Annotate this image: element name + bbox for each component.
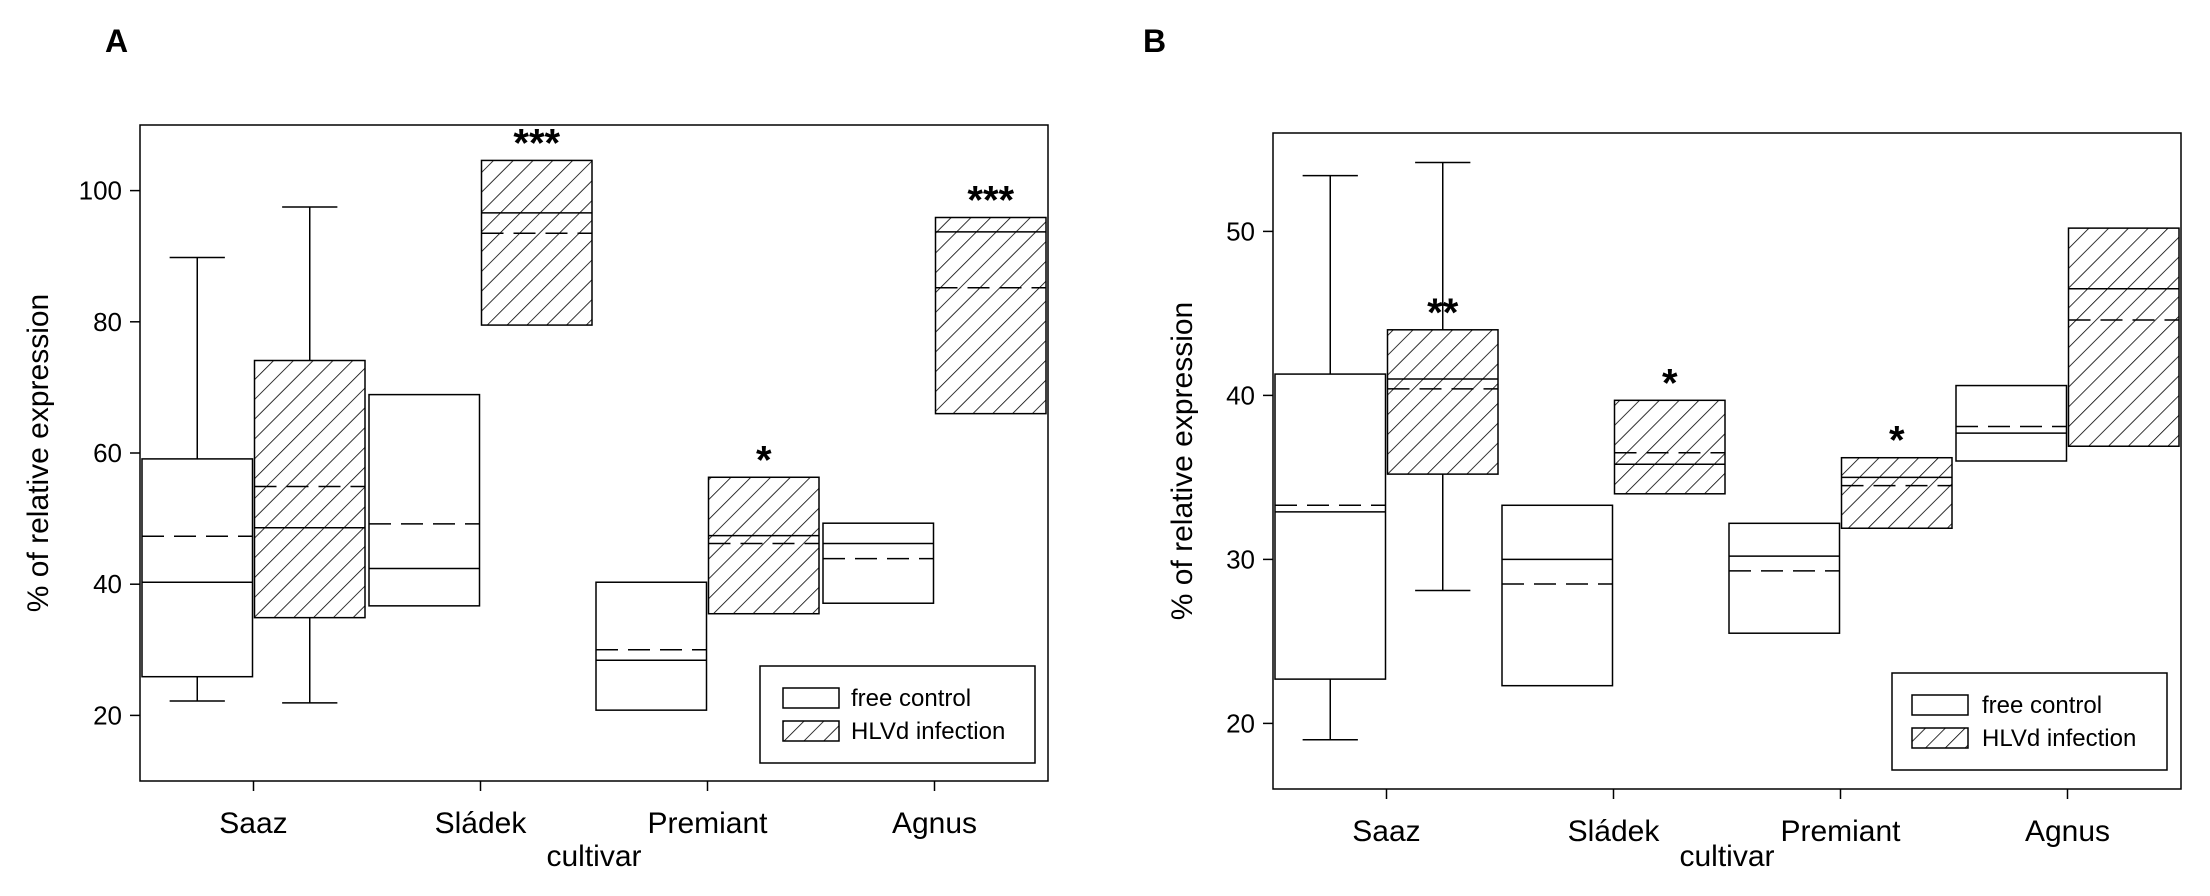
box-hlvd-infection (1386, 329, 1499, 475)
box-free-control (1274, 373, 1387, 680)
y-axis-title: % of relative expression (22, 294, 55, 613)
y-axis: 20 30 40 50 (1226, 216, 1273, 738)
y-axis: 20 40 60 80 100 (79, 176, 140, 730)
box-hlvd-infection (253, 359, 366, 619)
x-tick-label: Sládek (1568, 815, 1661, 848)
y-axis-title: % of relative expression (1166, 302, 1199, 621)
box-free-control (595, 581, 708, 711)
legend: free control HLVd infection (759, 665, 1036, 764)
box-free-control (1501, 504, 1614, 687)
box-free-control (141, 458, 254, 678)
x-axis: Saaz Sládek Premiant Agnus (1352, 789, 2110, 848)
y-tick-label: 100 (79, 176, 122, 206)
box-hlvd-infection (934, 216, 1047, 415)
x-axis-title: cultivar (1679, 840, 1774, 873)
legend-frame (759, 665, 1036, 764)
box-hlvd-infection (480, 159, 593, 326)
x-axis-title: cultivar (546, 840, 641, 873)
legend-frame (1891, 672, 2168, 771)
x-tick-label: Sládek (435, 807, 528, 840)
legend-swatch-free-control (782, 687, 840, 709)
significance-label: ** (1427, 291, 1459, 335)
significance-label: * (1662, 361, 1678, 405)
x-tick-label: Saaz (1352, 815, 1420, 848)
legend-label-free-control: free control (851, 685, 971, 712)
plot-frame (1272, 132, 2182, 790)
legend-label-hlvd-infection: HLVd infection (1982, 725, 2136, 752)
legend-swatch-hlvd-infection (1911, 727, 1969, 749)
significance-label: *** (967, 178, 1014, 222)
x-tick-label: Premiant (1780, 815, 1901, 848)
panel-label: A (105, 23, 128, 59)
box-free-control (1728, 522, 1841, 634)
box-free-control (1955, 384, 2068, 462)
legend-label-free-control: free control (1982, 692, 2102, 719)
y-tick-label: 80 (93, 307, 122, 337)
x-tick-label: Saaz (219, 807, 287, 840)
box-hlvd-infection (2067, 227, 2180, 447)
significance-label: *** (513, 121, 560, 165)
legend: free control HLVd infection (1891, 672, 2168, 771)
legend-swatch-hlvd-infection (782, 720, 840, 742)
y-tick-label: 40 (93, 569, 122, 599)
legend-swatch-free-control (1911, 694, 1969, 716)
y-tick-label: 20 (1226, 708, 1255, 738)
x-axis: Saaz Sládek Premiant Agnus (219, 781, 977, 840)
box-plot-marks: ******* (141, 121, 1047, 711)
x-tick-label: Agnus (892, 807, 977, 840)
legend-label-hlvd-infection: HLVd infection (851, 718, 1005, 745)
box-free-control (822, 522, 935, 604)
y-tick-label: 60 (93, 438, 122, 468)
x-tick-label: Agnus (2025, 815, 2110, 848)
significance-label: * (1889, 419, 1905, 463)
y-tick-label: 30 (1226, 544, 1255, 574)
box-free-control (368, 393, 481, 607)
box-hlvd-infection (707, 476, 820, 615)
y-tick-label: 40 (1226, 380, 1255, 410)
significance-label: * (756, 438, 772, 482)
panel-label: B (1143, 23, 1166, 59)
box-hlvd-infection (1613, 399, 1726, 495)
y-tick-label: 20 (93, 700, 122, 730)
y-tick-label: 50 (1226, 216, 1255, 246)
x-tick-label: Premiant (647, 807, 768, 840)
box-plot-marks: **** (1274, 161, 2180, 741)
box-hlvd-infection (1840, 456, 1953, 529)
